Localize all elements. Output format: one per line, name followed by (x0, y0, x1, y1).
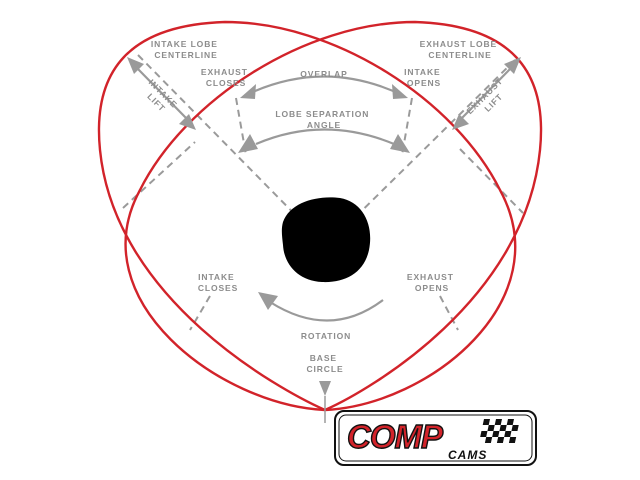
rotation-label: ROTATION (301, 331, 351, 341)
lobe-separation-angle-label: LOBE SEPARATION ANGLE (275, 109, 372, 130)
logo-comp-text: COMP (347, 418, 444, 455)
arrows (127, 57, 521, 396)
exhaust-opens-line (439, 295, 459, 331)
intake-lobe-centerline-label: INTAKE LOBE CENTERLINE (151, 39, 221, 60)
exhaust-opens-label: EXHAUST OPENS (407, 272, 457, 293)
overlap-arc (245, 75, 403, 96)
intake-opens-label: INTAKE OPENS (404, 67, 444, 88)
cam-center-shape (281, 197, 371, 283)
rotation-arc (269, 299, 384, 322)
intake-lift-arrowhead-top (127, 57, 144, 74)
intake-closes-label: INTAKE CLOSES (198, 272, 238, 293)
exhaust-lift-flank (459, 148, 524, 214)
lobe-sep-arrowhead-left (238, 134, 258, 153)
checkered-flag-icon (477, 419, 520, 449)
exhaust-lift-arrowhead-top (504, 57, 521, 74)
intake-lift-flank (122, 141, 196, 209)
dashed-lines (122, 54, 524, 331)
exhaust-closes-label: EXHAUST CLOSES (201, 67, 251, 88)
lobe-separation-arc (255, 128, 395, 146)
intake-lift-arrow (135, 66, 189, 121)
intake-lift-label: INTAKE LIFT (139, 77, 182, 120)
intake-centerline (137, 54, 327, 247)
base-circle-label: BASE CIRCLE (306, 353, 343, 374)
exhaust-lobe-outline (124, 20, 543, 412)
intake-lobe-outline (97, 20, 517, 412)
intake-lift-arrowhead-bottom (179, 114, 196, 130)
exhaust-lift-arrow (459, 66, 513, 121)
exhaust-lift-label: EXHAUST LIFT (464, 73, 514, 123)
exhaust-lobe-centerline-label: EXHAUST LOBE CENTERLINE (420, 39, 501, 60)
lobe-sep-arrowhead-right (390, 134, 410, 153)
rotation-arrowhead (258, 292, 278, 310)
overlap-arrowhead-right (392, 84, 408, 99)
intake-closes-line (189, 295, 211, 331)
overlap-arrowhead-left (240, 84, 256, 99)
base-circle-arrowhead (319, 381, 331, 396)
overlap-label: OVERLAP (300, 69, 347, 79)
exhaust-lift-arrowhead-bottom (452, 114, 469, 130)
logo-cams-text: CAMS (448, 448, 487, 462)
comp-cams-logo: COMP CAMS (334, 410, 537, 466)
